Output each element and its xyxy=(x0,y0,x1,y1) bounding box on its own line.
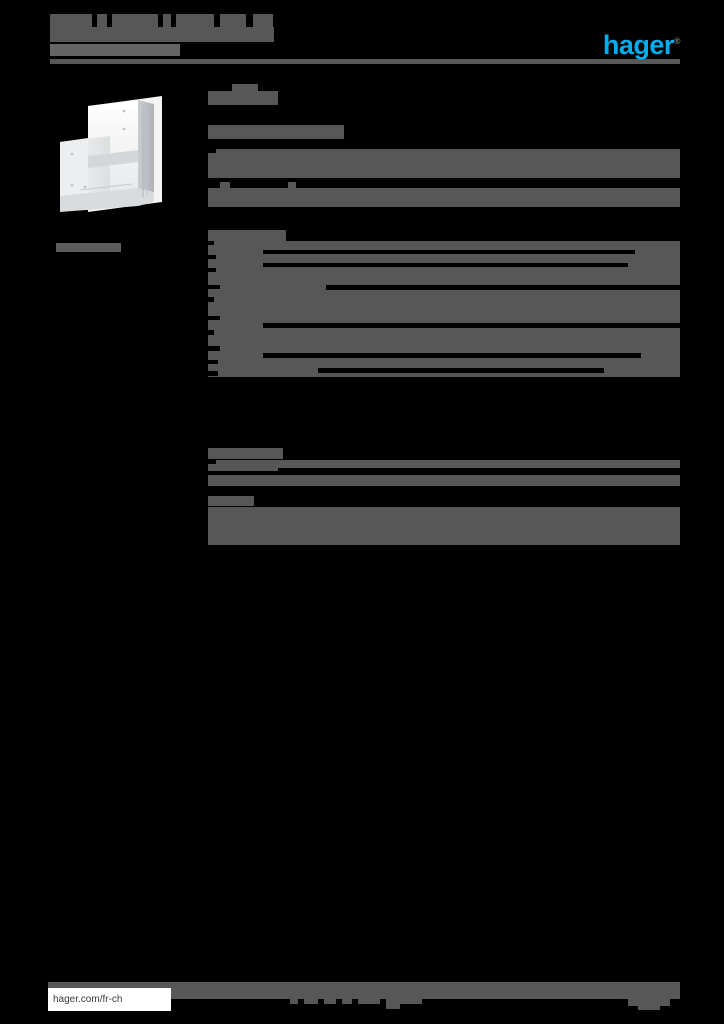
row-gap xyxy=(208,297,214,302)
subtitle xyxy=(50,44,180,56)
row-gap xyxy=(208,255,216,259)
footer-token xyxy=(628,995,670,1006)
title-token xyxy=(176,14,214,27)
title-token xyxy=(163,14,171,27)
title-token xyxy=(112,14,158,27)
table-row xyxy=(208,149,680,178)
footer-token xyxy=(324,996,336,1004)
row-gap xyxy=(326,285,680,290)
footer-token xyxy=(358,996,380,1004)
section-heading-accent xyxy=(232,84,258,92)
row-gap xyxy=(208,360,218,364)
row-gap xyxy=(208,346,220,351)
row-gap xyxy=(208,330,214,335)
row-gap xyxy=(263,263,628,267)
row-gap xyxy=(318,368,604,373)
footer-token xyxy=(342,996,352,1004)
row-gap xyxy=(208,460,216,464)
row-gap xyxy=(296,182,680,188)
row-gap xyxy=(208,268,216,272)
footer-page-number xyxy=(618,988,680,1010)
title-token xyxy=(253,14,273,27)
product-image-caption xyxy=(56,243,121,252)
footer-token xyxy=(618,988,680,995)
title-token xyxy=(97,14,107,27)
table-row xyxy=(208,125,344,139)
header-divider xyxy=(50,59,680,64)
footer-url[interactable]: hager.com/fr-ch xyxy=(48,988,171,1011)
section-heading xyxy=(208,496,254,506)
trunking-corner-fitting-icon xyxy=(60,96,162,212)
row-gap xyxy=(208,241,214,245)
table-row xyxy=(208,460,680,471)
title-token xyxy=(50,14,92,27)
row-gap xyxy=(263,353,641,358)
footer-token xyxy=(386,996,422,1004)
title-token xyxy=(220,14,246,27)
row-gap xyxy=(208,285,220,289)
section-heading xyxy=(208,230,286,241)
footer-token xyxy=(638,1006,660,1010)
row-gap xyxy=(230,182,288,188)
notes-block xyxy=(208,507,680,545)
row-gap xyxy=(278,468,680,472)
hager-logo-text: hager xyxy=(602,30,675,60)
footer-token xyxy=(386,1004,400,1009)
row-gap xyxy=(208,371,218,376)
hager-logo: hager® xyxy=(603,26,681,60)
trademark-symbol: ® xyxy=(673,36,681,46)
footer-token xyxy=(290,990,450,996)
page-title xyxy=(50,14,350,56)
title-line-2 xyxy=(50,27,274,42)
table-row xyxy=(208,475,680,486)
row-gap xyxy=(208,182,220,188)
section-heading xyxy=(208,91,278,105)
section-heading xyxy=(208,448,283,459)
footer-token xyxy=(290,996,298,1004)
row-gap xyxy=(263,250,635,254)
row-gap xyxy=(263,323,680,328)
footer-token xyxy=(304,996,318,1004)
row-gap xyxy=(208,149,216,153)
row-gap xyxy=(208,316,220,320)
footer-center-text xyxy=(290,990,450,1009)
product-image xyxy=(50,84,180,229)
